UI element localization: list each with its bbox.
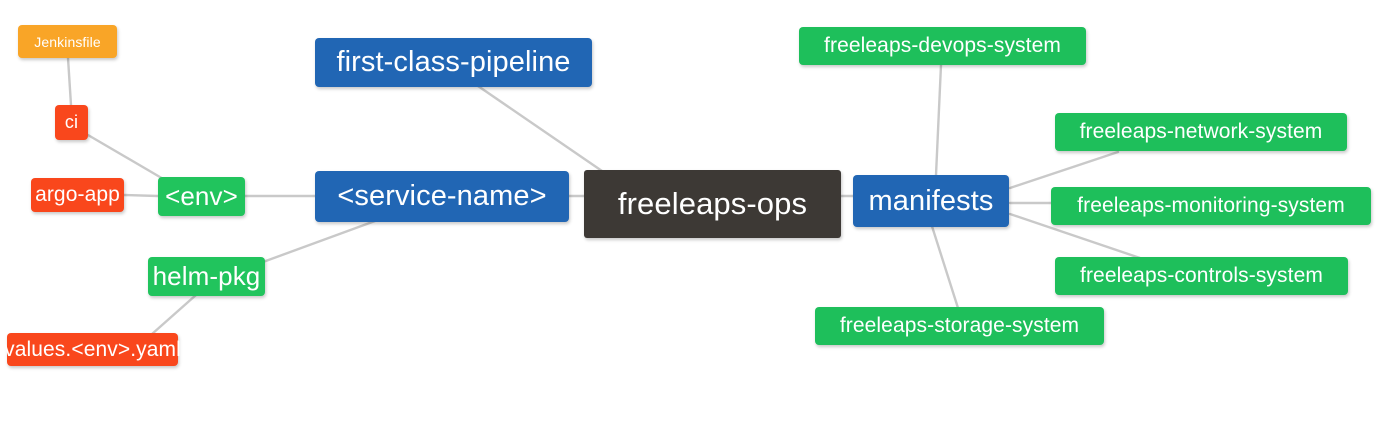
node-argo-app[interactable]: argo-app — [31, 178, 124, 212]
node-helm-pkg[interactable]: helm-pkg — [148, 257, 265, 296]
node-freeleaps-controls-system[interactable]: freeleaps-controls-system — [1055, 257, 1348, 295]
edge-argoapp-env — [122, 193, 160, 198]
edge-helmpkg-servicename — [261, 219, 377, 264]
node-jenkinsfile[interactable]: Jenkinsfile — [18, 25, 117, 58]
node-env[interactable]: <env> — [158, 177, 245, 216]
edge-valuesyaml-helmpkg — [150, 293, 198, 336]
node-freeleaps-devops-system[interactable]: freeleaps-devops-system — [799, 27, 1086, 65]
node-manifests[interactable]: manifests — [853, 175, 1009, 227]
edge-manifests-storagesystem — [928, 218, 960, 310]
node-freeleaps-network-system[interactable]: freeleaps-network-system — [1055, 113, 1347, 151]
node-values-yaml[interactable]: values.<env>.yaml — [4, 333, 181, 366]
node-ci[interactable]: ci — [55, 105, 88, 140]
edge-ci-env — [86, 133, 167, 182]
node-service-name[interactable]: <service-name> — [315, 171, 569, 222]
edge-firstclasspipeline-root — [476, 84, 604, 173]
node-first-class-pipeline[interactable]: first-class-pipeline — [315, 38, 592, 87]
node-freeleaps-monitoring-system[interactable]: freeleaps-monitoring-system — [1051, 187, 1371, 225]
edge-manifests-devopssystem — [934, 63, 943, 177]
node-root-freeleaps-ops[interactable]: freeleaps-ops — [584, 170, 841, 238]
edge-manifests-networksystem — [1008, 150, 1120, 190]
edge-jenkinsfile-ci — [66, 56, 73, 107]
node-freeleaps-storage-system[interactable]: freeleaps-storage-system — [815, 307, 1104, 345]
